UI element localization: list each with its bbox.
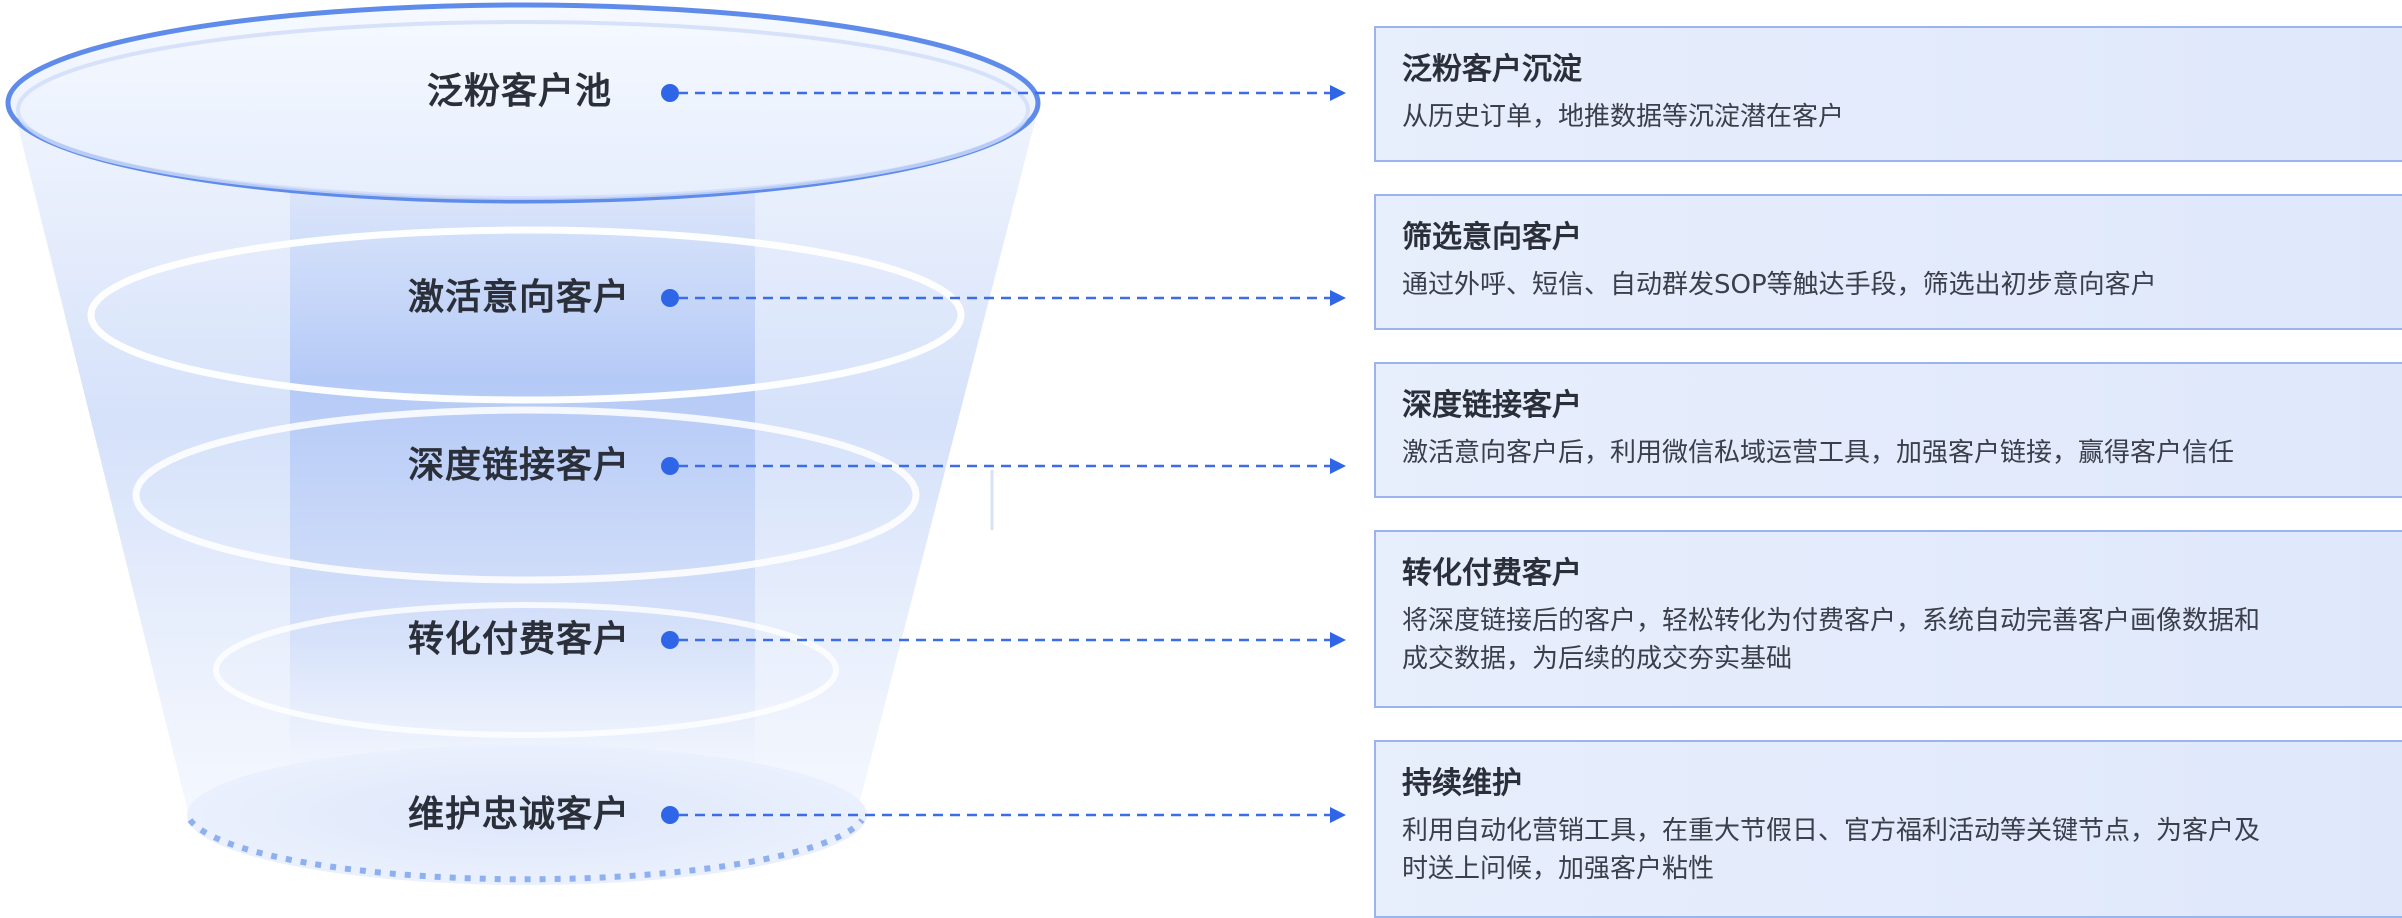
card-title-5: 持续维护 [1402, 766, 1522, 801]
connector-dot-2 [661, 289, 679, 307]
connector-dot-5 [661, 806, 679, 824]
stage-card-5: 持续维护 利用自动化营销工具，在重大节假日、官方福利活动等关键节点，为客户及 时… [1374, 740, 2402, 918]
stage-card-4: 转化付费客户 将深度链接后的客户，轻松转化为付费客户，系统自动完善客户画像数据和… [1374, 530, 2402, 708]
stage-label-5: 维护忠诚客户 [407, 794, 630, 835]
connector-arrow-1 [1330, 85, 1346, 101]
card-title-4: 转化付费客户 [1402, 556, 1582, 591]
connector-2 [661, 289, 1346, 307]
card-desc-4: 将深度链接后的客户，轻松转化为付费客户，系统自动完善客户画像数据和 成交数据，为… [1402, 606, 2261, 674]
connector-5 [661, 806, 1346, 824]
connector-arrow-3 [1330, 458, 1346, 474]
connector-1 [661, 84, 1346, 102]
connector-dot-1 [661, 84, 679, 102]
funnel-top-rim [5, 2, 1041, 204]
connector-arrow-2 [1330, 290, 1346, 306]
connector-arrow-5 [1330, 807, 1346, 823]
stage-card-2: 筛选意向客户 通过外呼、短信、自动群发SOP等触达手段，筛选出初步意向客户 [1374, 194, 2402, 330]
stage-label-1: 泛粉客户池 [426, 71, 612, 112]
card-desc-3: 激活意向客户后，利用微信私域运营工具，加强客户链接，赢得客户信任 [1402, 438, 2235, 468]
connector-3 [661, 457, 1346, 475]
funnel-ring-4 [213, 602, 839, 738]
card-desc-1: 从历史订单，地推数据等沉淀潜在客户 [1402, 102, 1845, 132]
card-title-1: 泛粉客户沉淀 [1402, 52, 1582, 87]
stage-label-2: 激活意向客户 [407, 277, 630, 318]
stage-card-3: 深度链接客户 激活意向客户后，利用微信私域运营工具，加强客户链接，赢得客户信任 [1374, 362, 2402, 498]
card-title-2: 筛选意向客户 [1402, 220, 1582, 255]
funnel-ring-3 [132, 406, 920, 584]
connector-dot-4 [661, 631, 679, 649]
card-title-3: 深度链接客户 [1402, 388, 1582, 423]
stage-label-3: 深度链接客户 [407, 445, 630, 486]
connector-arrow-4 [1330, 632, 1346, 648]
card-desc-2: 通过外呼、短信、自动群发SOP等触达手段，筛选出初步意向客户 [1402, 270, 2157, 300]
connector-dot-3 [661, 457, 679, 475]
funnel-ring-2 [87, 226, 965, 404]
funnel-top-rim-glow [16, 20, 1030, 200]
connector-4 [661, 631, 1346, 649]
funnel-bottom-disk [187, 745, 867, 885]
stage-label-4: 转化付费客户 [407, 619, 630, 660]
card-desc-5: 利用自动化营销工具，在重大节假日、官方福利活动等关键节点，为客户及 时送上问候，… [1402, 816, 2261, 884]
stage-card-1: 泛粉客户沉淀 从历史订单，地推数据等沉淀潜在客户 [1374, 26, 2402, 162]
funnel-bottom-dotted-edge [187, 818, 865, 883]
